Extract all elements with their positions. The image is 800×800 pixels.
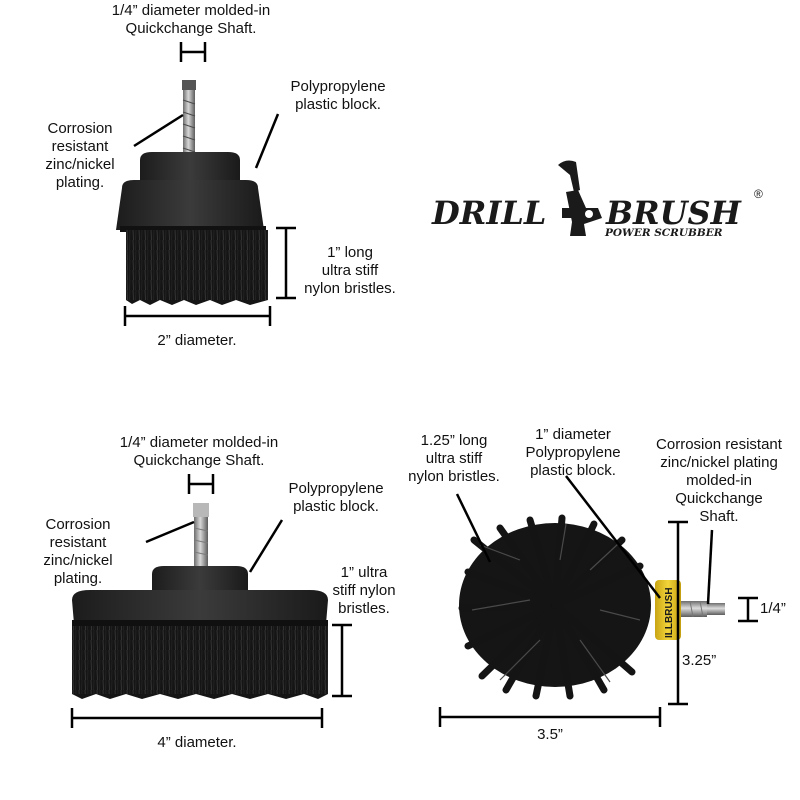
dim-bristles-4in [332,623,352,698]
logo-word-right: BRUSH [605,194,743,232]
dim-diameter-4in [70,708,324,728]
dim-bristles-2in [276,226,296,300]
shaft-round [681,600,725,618]
dim-diameter-2in [123,306,272,326]
leaders-4in [145,519,284,573]
logo-word-left: DRILL [431,194,546,232]
width-label-round: 3.5” [537,726,563,743]
bristles-round [458,514,651,700]
brush-4in [70,474,352,728]
drill-silhouette-icon [558,160,602,236]
ferrule-round: ILLBRUSH [655,580,681,640]
dim-shaft-2in [179,42,207,62]
dim-shaft-round [738,596,758,623]
block-2in [116,152,266,232]
registered-mark: ® [754,187,763,201]
bristles-4in [72,626,328,694]
dim-height-round [668,520,688,706]
ferrule-text: ILLBRUSH [664,587,675,638]
leaders-round [455,475,714,605]
shaft-size-label-round: 1/4” [760,600,786,617]
shaft-4in [193,503,209,571]
height-label-round: 3.25” [682,652,717,669]
diameter-label-4in: 4” diameter. [157,734,237,751]
brush-round: ILLBRUSH [438,475,758,727]
leaders-2in [133,113,280,169]
block-4in [72,566,328,626]
dim-shaft-4in [187,474,215,494]
drill-brush-logo: DRILL BRUSH ® POWER SCRUBBER [431,160,763,239]
shaft-2in [182,80,196,160]
bristles-2in [126,230,268,300]
brush-2in [116,42,296,326]
logo-tagline: POWER SCRUBBER [604,227,723,239]
diameter-label-2in: 2” diameter. [157,332,237,349]
dim-width-round [438,707,662,727]
